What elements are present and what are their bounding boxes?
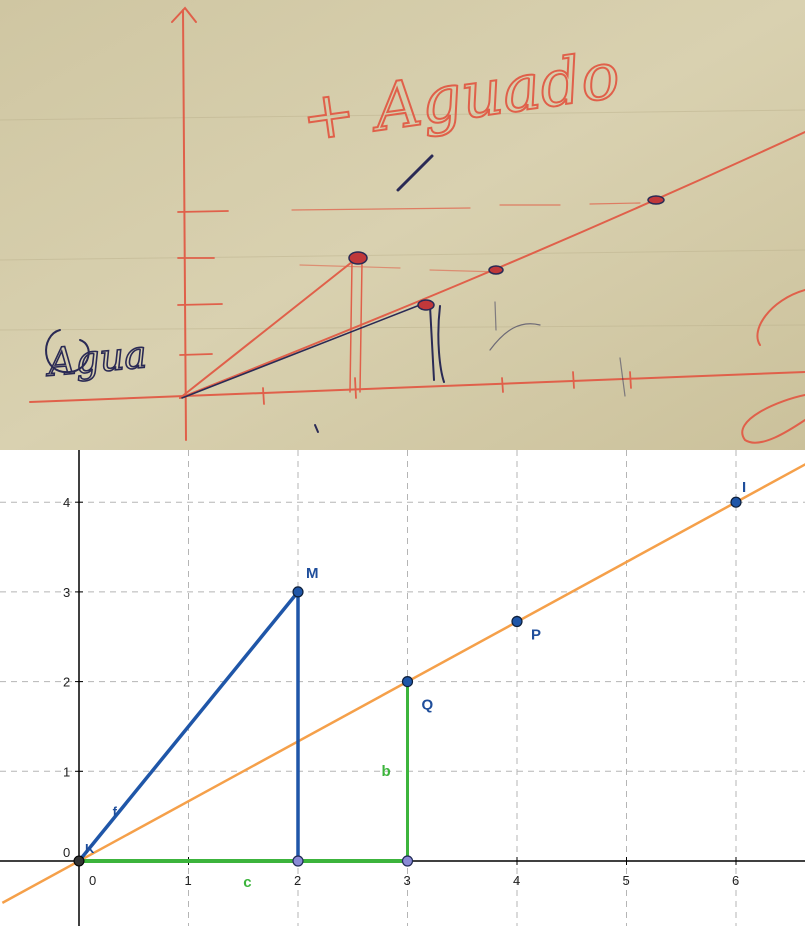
y-tick-label: 0 <box>63 845 70 860</box>
paper-texture <box>0 109 805 331</box>
point-m <box>292 586 304 598</box>
point-k <box>73 855 85 867</box>
label-b: b <box>382 763 391 780</box>
point-label-i: I <box>742 479 746 496</box>
handwritten-left-label: Agua <box>43 332 148 385</box>
x-tick-label: 3 <box>404 873 411 888</box>
segment-hypotenuse <box>77 590 300 863</box>
point-i <box>730 496 742 508</box>
x-tick-label: 5 <box>623 873 630 888</box>
whiteboard-photo: + Aguado Agua <box>0 0 805 450</box>
y-tick-label: 1 <box>63 764 70 779</box>
label-c: c <box>243 874 251 891</box>
x-tick-label: 2 <box>294 873 301 888</box>
point-label-k: K <box>85 841 95 856</box>
x-tick-label: 4 <box>513 873 520 888</box>
y-tick-label: 4 <box>63 495 70 510</box>
x-tick-label: 6 <box>732 873 739 888</box>
sketch-axes <box>29 6 805 444</box>
point-p <box>511 615 523 628</box>
y-tick-label: 2 <box>63 675 70 690</box>
foot-point <box>401 855 414 867</box>
paper-background <box>0 0 805 450</box>
tick-labels: 0 1 2 3 4 5 6 0 1 2 3 4 <box>63 495 739 888</box>
geometry-plot: 0 1 2 3 4 5 6 0 1 2 3 4 c b f M Q P I K <box>0 450 805 926</box>
point-label-q: Q <box>422 697 434 714</box>
point-label-p: P <box>531 627 541 644</box>
foot-point <box>292 855 304 867</box>
sketch-points <box>348 195 665 311</box>
x-tick-label: 0 <box>89 873 96 888</box>
grid <box>0 450 805 926</box>
y-tick-label: 3 <box>63 585 70 600</box>
plot-background <box>0 450 805 926</box>
point-label-m: M <box>306 565 319 582</box>
label-f: f <box>113 804 118 819</box>
sketch-dark-ink <box>45 154 626 433</box>
x-tick-label: 1 <box>185 873 192 888</box>
points: M Q P I K <box>73 479 746 867</box>
point-q <box>401 676 414 688</box>
